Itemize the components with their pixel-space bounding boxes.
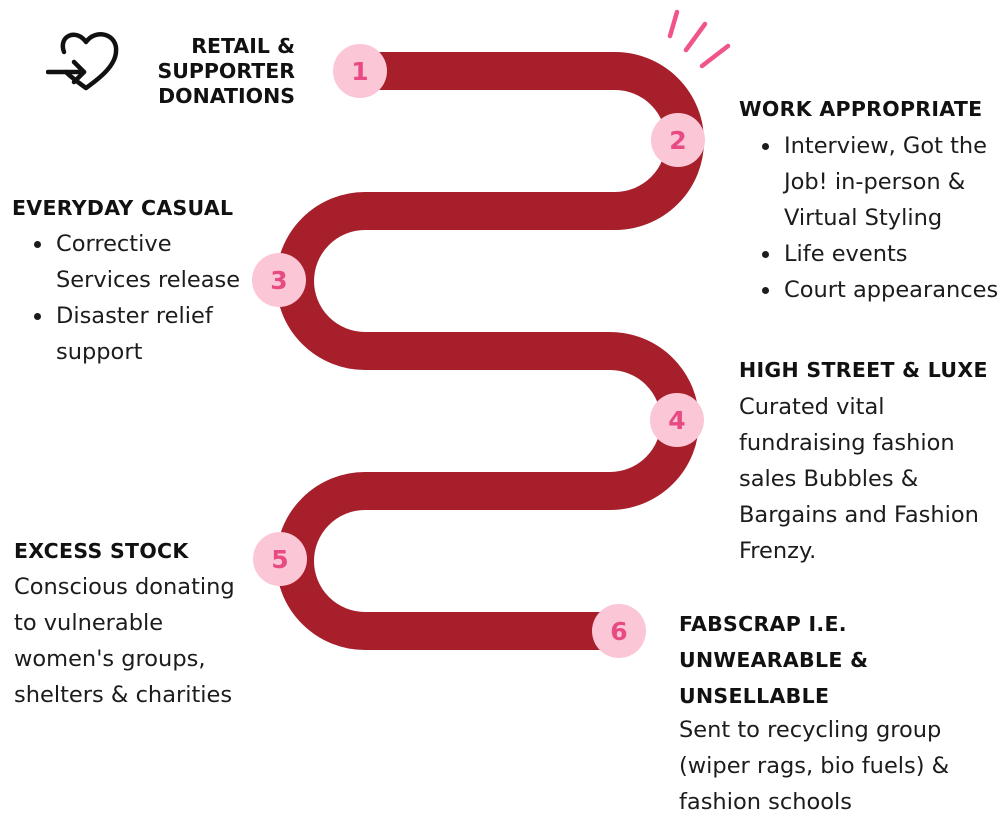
- step-2-number: 2: [651, 113, 705, 167]
- step-2-heading: WORK APPROPRIATE: [739, 97, 983, 121]
- step-1-number: 1: [333, 44, 387, 98]
- step-6-description: Sent to recycling group (wiper rags, bio…: [679, 712, 1004, 820]
- bullet-line: Disaster relief: [56, 303, 213, 329]
- description-line: Curated vital: [739, 394, 885, 420]
- description-line: Bargains and Fashion: [739, 502, 979, 528]
- step-4-heading: HIGH STREET & LUXE: [739, 358, 988, 382]
- description-line: fashion schools: [679, 789, 852, 815]
- heart-arrow-in-icon: [46, 32, 119, 91]
- road-line: [276, 52, 704, 650]
- step-3-bullet: Corrective Services release: [28, 226, 258, 298]
- start-title: RETAIL & SUPPORTER DONATIONS: [130, 34, 295, 109]
- step-5-heading: EXCESS STOCK: [14, 539, 189, 563]
- step-5-number: 5: [253, 532, 307, 586]
- step-4-number: 4: [650, 393, 704, 447]
- bullet-line: Job! in-person &: [784, 169, 966, 195]
- description-line: women's groups,: [14, 646, 206, 672]
- description-line: Conscious donating: [14, 574, 235, 600]
- step-4-description: Curated vital fundraising fashion sales …: [739, 389, 1007, 569]
- description-line: Frenzy.: [739, 538, 817, 564]
- start-title-line: RETAIL &: [191, 34, 295, 58]
- description-line: (wiper rags, bio fuels) &: [679, 753, 950, 779]
- step-6-number: 6: [592, 604, 646, 658]
- bullet-line: Virtual Styling: [784, 205, 943, 231]
- description-line: Sent to recycling group: [679, 717, 942, 743]
- bullet-line: Corrective: [56, 231, 172, 257]
- description-line: fundraising fashion: [739, 430, 955, 456]
- step-6-heading: FABSCRAP I.E. UNWEARABLE & UNSELLABLE: [679, 606, 868, 714]
- bullet-line: Services release: [56, 267, 241, 293]
- step-3-heading: EVERYDAY CASUAL: [12, 196, 234, 220]
- bullet-line: Interview, Got the: [784, 133, 988, 159]
- start-title-line: DONATIONS: [158, 84, 295, 108]
- description-line: sales Bubbles &: [739, 466, 919, 492]
- start-title-line: SUPPORTER: [157, 59, 295, 83]
- bullet-line: Court appearances: [784, 277, 999, 303]
- sparkle-lines-icon: [667, 9, 731, 69]
- bullet-line: support: [56, 339, 143, 365]
- bullet-line: Life events: [784, 241, 908, 267]
- step-2-bullet-list: Interview, Got the Job! in-person & Virt…: [756, 128, 1006, 308]
- step-3-number: 3: [252, 253, 306, 307]
- heading-line: FABSCRAP I.E.: [679, 612, 847, 636]
- step-2-bullet: Interview, Got the Job! in-person & Virt…: [756, 128, 1006, 236]
- description-line: shelters & charities: [14, 682, 233, 708]
- step-3-bullet-list: Corrective Services release Disaster rel…: [28, 226, 258, 370]
- step-2-bullet: Life events: [756, 236, 1006, 272]
- heading-line: UNSELLABLE: [679, 684, 830, 708]
- description-line: to vulnerable: [14, 610, 164, 636]
- step-2-bullet: Court appearances: [756, 272, 1006, 308]
- heading-line: UNWEARABLE &: [679, 648, 869, 672]
- step-3-bullet: Disaster relief support: [28, 298, 258, 370]
- step-5-description: Conscious donating to vulnerable women's…: [14, 569, 254, 713]
